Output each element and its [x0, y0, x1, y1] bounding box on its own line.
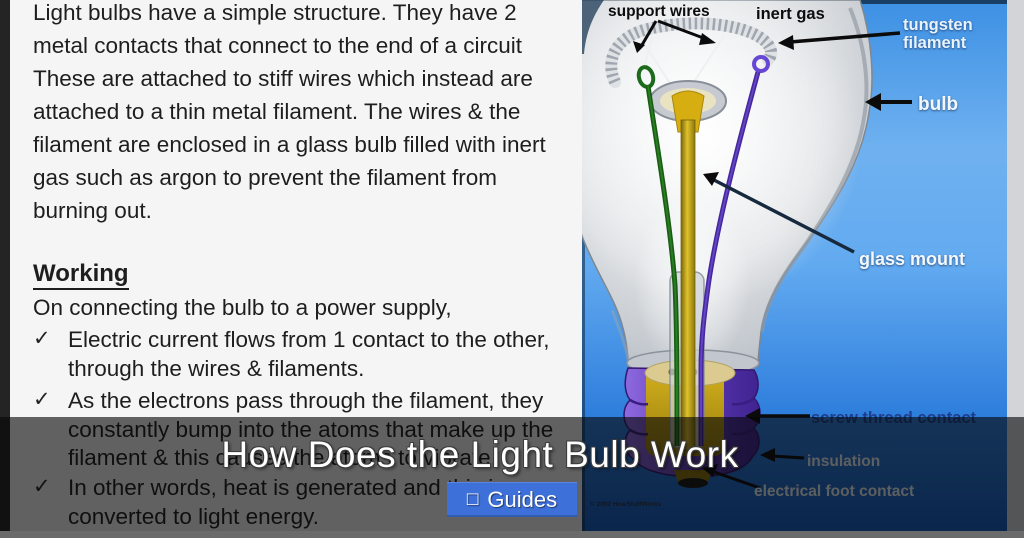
arrow-tungsten-filament: [778, 35, 794, 50]
slide-right-margin: [1007, 0, 1024, 531]
checkmark-icon: ✓: [33, 388, 51, 411]
diagram-left-border: [582, 0, 585, 531]
arrow-support-wire-left: [633, 41, 645, 53]
arrow-bulb: [865, 93, 881, 111]
checkmark-icon: ✓: [33, 327, 51, 350]
bottom-edge-strip: [0, 531, 1024, 538]
green-lead-wire: [636, 65, 680, 447]
label-bulb: bulb: [918, 94, 958, 115]
video-title: How Does the Light Bulb Work: [221, 434, 739, 475]
body-paragraph: Light bulbs have a simple structure. The…: [33, 0, 546, 223]
bullet-text: Electric current flows from 1 contact to…: [68, 327, 550, 381]
bullet-item: ✓ Electric current flows from 1 contact …: [33, 326, 578, 383]
label-inert-gas: inert gas: [756, 5, 825, 23]
label-tungsten: tungsten: [903, 16, 973, 34]
label-filament: filament: [903, 34, 967, 52]
slide-left-border: [0, 0, 10, 531]
glass-mount-stem: [649, 80, 727, 451]
arrow-support-wire-right: [699, 33, 716, 45]
label-glass-mount: glass mount: [859, 249, 965, 269]
label-support-wires: support wires: [608, 3, 710, 20]
tungsten-filament-coil: [605, 17, 778, 88]
placeholder-square-icon: □: [466, 489, 479, 510]
arrow-glass-mount: [703, 172, 719, 186]
purple-lead-wire: [698, 55, 770, 446]
working-intro: On connecting the bulb to a power supply…: [33, 295, 452, 320]
working-heading: Working: [33, 260, 129, 290]
guides-button[interactable]: □ Guides: [447, 482, 577, 517]
guides-button-label: Guides: [487, 486, 558, 512]
